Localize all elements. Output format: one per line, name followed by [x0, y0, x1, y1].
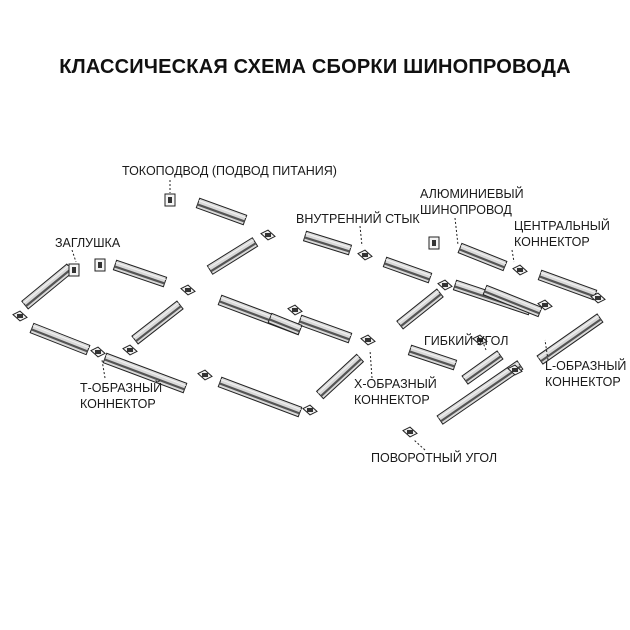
- label-inner-joint: ВНУТРЕННИЙ СТЫК: [296, 211, 420, 227]
- t-connector-top: [260, 229, 276, 241]
- power-feed-block: [164, 193, 176, 207]
- label-end-cap-text: ЗАГЛУШКА: [55, 236, 121, 250]
- rail-segment: [206, 237, 259, 275]
- label-power-feed-text: ТОКОПОДВОД (ПОДВОД ПИТАНИЯ): [122, 164, 337, 178]
- joint-right: [507, 364, 523, 376]
- label-aluminium-track-line1: АЛЮМИНИЕВЫЙ: [420, 187, 524, 201]
- inner-joint-mid: [287, 304, 303, 316]
- rail-segment: [195, 197, 248, 226]
- inner-joint-low: [122, 344, 138, 356]
- x-connector: [360, 334, 376, 346]
- label-l-connector: L-ОБРАЗНЫЙ КОННЕКТОР: [545, 358, 626, 390]
- rail-segment: [461, 350, 504, 385]
- label-t-connector-line2: КОННЕКТОР: [80, 397, 156, 411]
- label-power-feed: ТОКОПОДВОД (ПОДВОД ПИТАНИЯ): [122, 163, 337, 179]
- label-l-connector-line2: КОННЕКТОР: [545, 375, 621, 389]
- label-aluminium-track: АЛЮМИНИЕВЫЙ ШИНОПРОВОД: [420, 186, 524, 218]
- rail-segment: [112, 259, 168, 288]
- rail-segment: [297, 314, 353, 344]
- connectors: [12, 193, 606, 438]
- power-feed-block-right: [428, 236, 440, 250]
- rail-segment: [407, 344, 458, 371]
- label-central-connector-line1: ЦЕНТРАЛЬНЫЙ: [514, 219, 610, 233]
- label-rotary-corner-text: ПОВОРОТНЫЙ УГОЛ: [371, 451, 498, 465]
- rail-segment: [21, 263, 74, 310]
- label-l-connector-line1: L-ОБРАЗНЫЙ: [545, 359, 627, 373]
- leader-line: [511, 249, 515, 263]
- central-connector: [512, 264, 528, 276]
- leader-line: [369, 349, 373, 379]
- label-t-connector-line1: Т-ОБРАЗНЫЙ: [80, 381, 163, 395]
- label-x-connector: Х-ОБРАЗНЫЙ КОННЕКТОР: [354, 376, 437, 408]
- rail-segment: [29, 322, 91, 356]
- rail-segment: [536, 313, 604, 365]
- l-connector: [590, 292, 606, 304]
- rail-segment: [396, 288, 444, 330]
- rail-segment: [131, 300, 184, 345]
- leader-lines: [71, 180, 549, 451]
- label-inner-joint-text: ВНУТРЕННИЙ СТЫК: [296, 212, 420, 226]
- leader-line: [544, 339, 549, 361]
- end-cap: [94, 258, 106, 272]
- leader-line: [454, 217, 459, 246]
- diagram-title: КЛАССИЧЕСКАЯ СХЕМА СБОРКИ ШИНОПРОВОДА: [59, 56, 571, 78]
- inner-joint-low3: [302, 404, 318, 416]
- leader-line: [101, 359, 106, 379]
- rail-segment: [102, 352, 188, 394]
- label-central-connector-line2: КОННЕКТОР: [514, 235, 590, 249]
- leader-line: [413, 439, 426, 451]
- end-cap-left: [68, 263, 80, 277]
- inner-joint: [357, 249, 373, 261]
- inner-joint-low2: [197, 369, 213, 381]
- rail-segment: [315, 353, 365, 400]
- leader-line: [71, 249, 77, 263]
- rail-segment: [436, 360, 524, 425]
- label-flexible-corner: ГИБКИЙ УГОЛ: [424, 333, 508, 349]
- label-central-connector: ЦЕНТРАЛЬНЫЙ КОННЕКТОР: [514, 218, 610, 250]
- rotary-corner: [402, 426, 418, 438]
- rail-segment: [217, 376, 303, 418]
- x-connector-left: [180, 284, 196, 296]
- leader-line: [359, 225, 363, 247]
- flexible-corner: [472, 334, 488, 346]
- rail-segment: [302, 230, 353, 256]
- t-connector: [90, 346, 106, 358]
- rail-segments: [21, 197, 604, 425]
- label-x-connector-line1: Х-ОБРАЗНЫЙ: [354, 377, 437, 391]
- rail-segment: [537, 269, 598, 301]
- label-aluminium-track-line2: ШИНОПРОВОД: [420, 203, 512, 217]
- label-rotary-corner: ПОВОРОТНЫЙ УГОЛ: [371, 450, 497, 466]
- label-end-cap: ЗАГЛУШКА: [55, 235, 120, 251]
- label-flexible-corner-text: ГИБКИЙ УГОЛ: [424, 334, 509, 348]
- rail-segment: [382, 256, 433, 284]
- label-t-connector: Т-ОБРАЗНЫЙ КОННЕКТОР: [80, 380, 162, 412]
- rail-segment: [267, 312, 303, 336]
- l-connector-small: [537, 299, 553, 311]
- rail-segment: [457, 242, 508, 272]
- leader-line: [481, 339, 487, 351]
- l-connector-left: [12, 310, 28, 322]
- label-x-connector-line2: КОННЕКТОР: [354, 393, 430, 407]
- t-connector-right: [437, 279, 453, 291]
